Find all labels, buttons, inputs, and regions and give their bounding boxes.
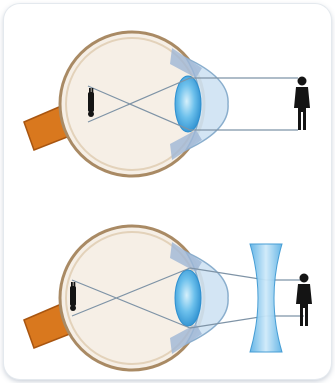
myopic-eye-diagram	[4, 8, 331, 194]
corrected-eye-panel	[4, 194, 331, 380]
person-silhouette-icon	[294, 77, 310, 131]
corrected-eye-diagram	[4, 194, 331, 380]
concave-corrective-lens	[250, 244, 282, 352]
inverted-person-image-icon	[70, 282, 76, 311]
crystalline-lens	[175, 270, 201, 326]
crystalline-lens	[175, 76, 201, 132]
myopic-eye-panel	[4, 8, 331, 194]
diagram-card	[4, 4, 331, 379]
inverted-person-image-icon	[88, 88, 94, 117]
person-silhouette-icon	[296, 274, 312, 327]
